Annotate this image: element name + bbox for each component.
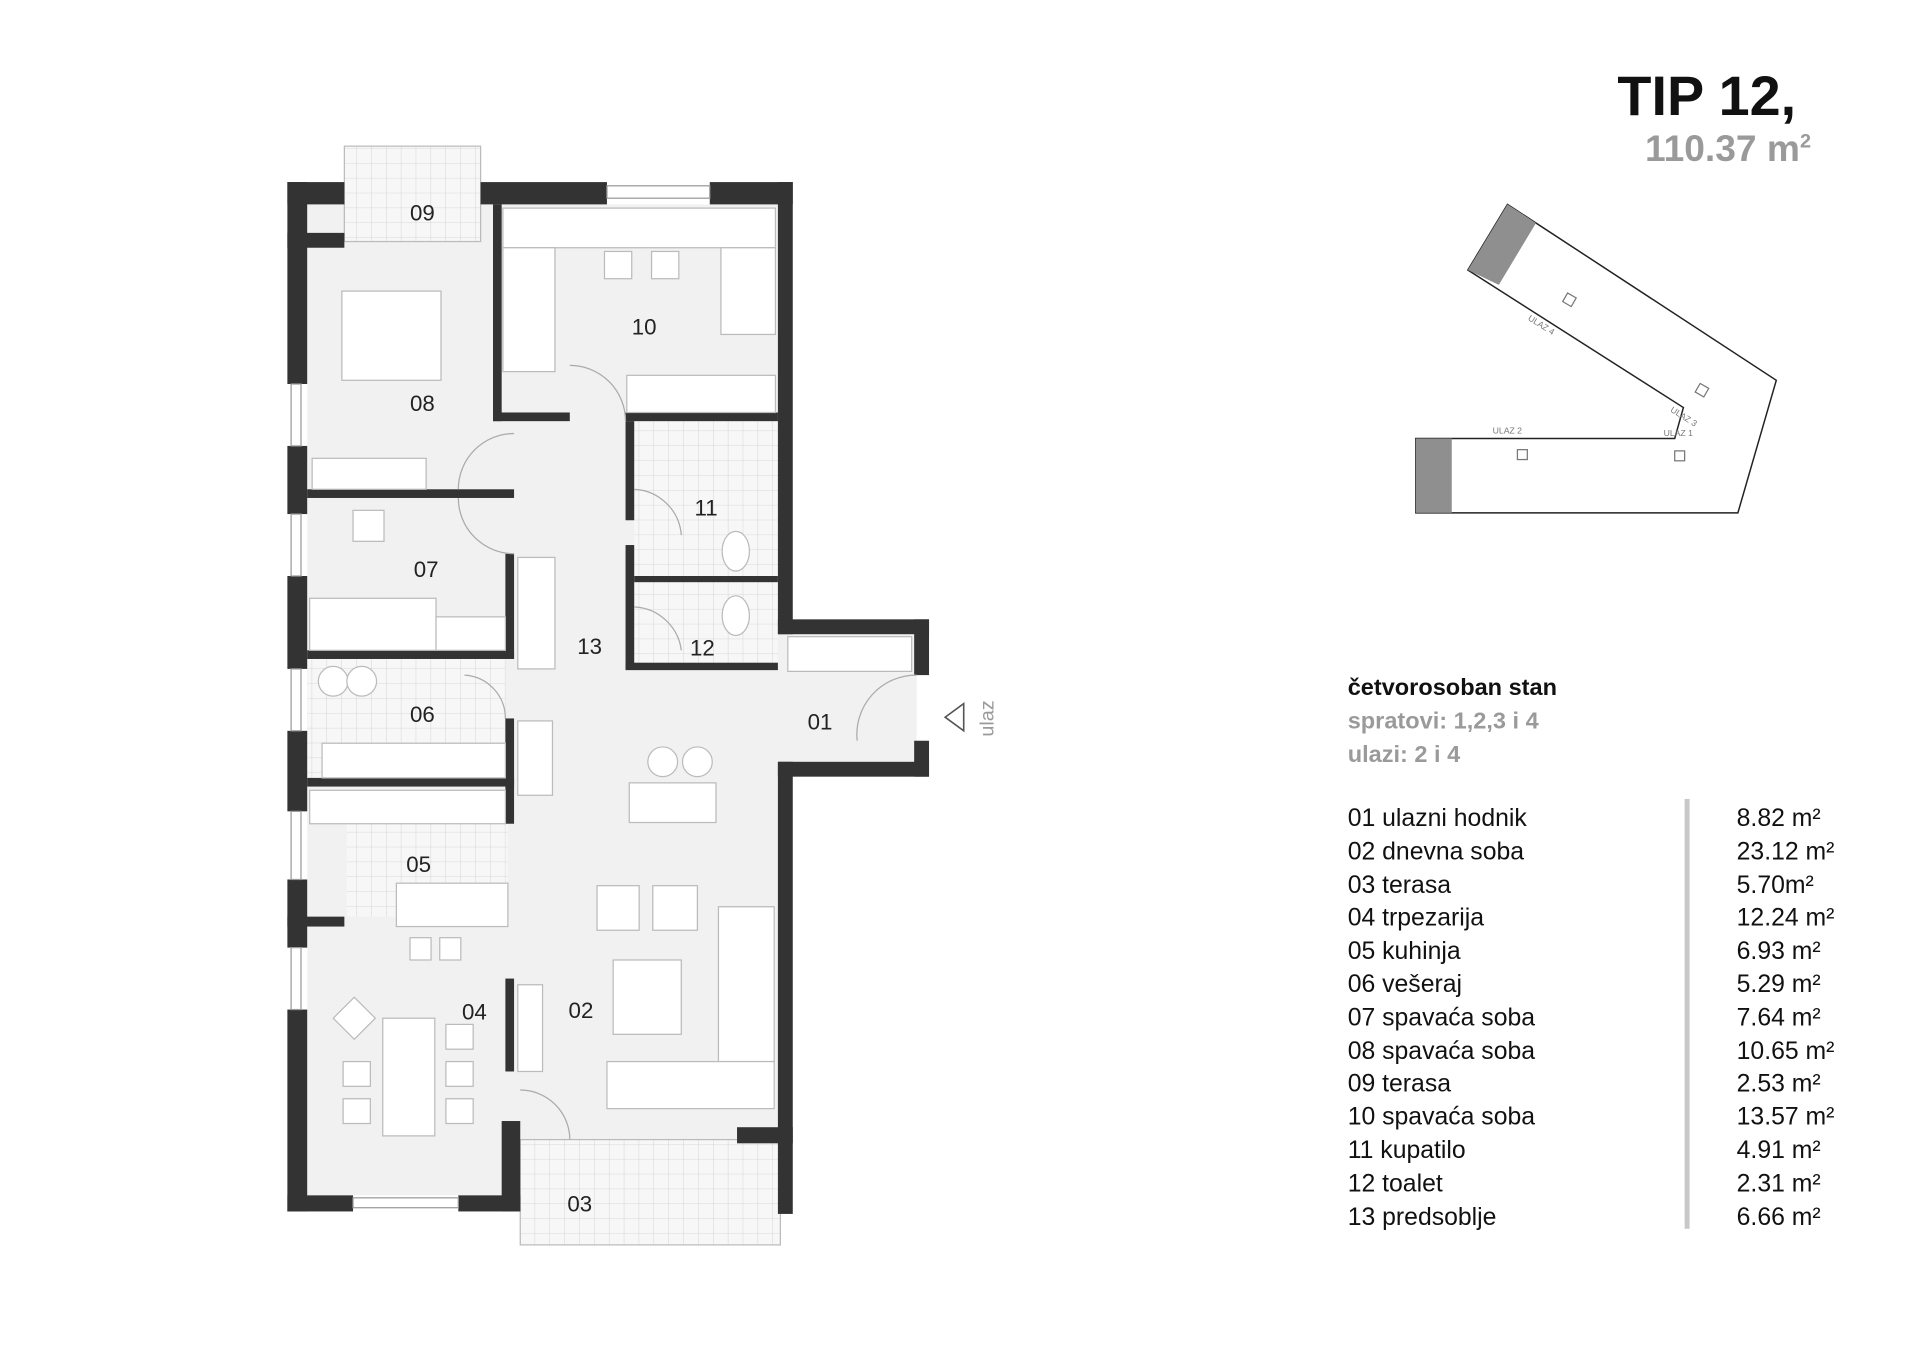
room-label-12: 12 (690, 635, 715, 660)
room-area: 6.93 m² (1736, 937, 1821, 966)
stair-core-icon (1674, 450, 1686, 462)
room-label-03: 03 (567, 1191, 592, 1216)
room-area: 23.12 m² (1736, 838, 1835, 866)
desk-10 (502, 207, 777, 249)
room-area: 10.65 m² (1736, 1037, 1835, 1065)
door-swings (457, 364, 917, 1140)
entrance-label: ulaz (976, 700, 998, 736)
room-row: 08 spavaća soba 10.65 m² (1348, 1035, 1843, 1068)
terrace-03 (519, 1138, 782, 1246)
room-row: 07 spavaća soba 7.64 m² (1348, 1002, 1843, 1035)
bed-08 (341, 290, 442, 381)
room-row: 10 spavaća soba 13.57 m² (1348, 1101, 1843, 1134)
area-unit-sup: 2 (1799, 131, 1811, 153)
room-area: 13.57 m² (1736, 1103, 1835, 1132)
floors-info: spratovi: 1,2,3 i 4 (1347, 708, 1539, 735)
room-label-09: 09 (410, 200, 435, 225)
hall-cabinet (517, 556, 556, 670)
highlighted-unit-upper (1467, 204, 1536, 285)
room-area: 4.91 m² (1736, 1137, 1821, 1165)
dining-table (382, 1017, 436, 1137)
dining-bench (628, 782, 717, 824)
entrances-info: ulazi: 2 i 4 (1347, 741, 1461, 768)
room-name: 01 ulazni hodnik (1347, 805, 1527, 833)
room-label-01: 01 (808, 710, 833, 735)
table-divider (1684, 798, 1690, 1229)
room-area: 5.70m² (1736, 871, 1814, 899)
bathtub-toilet (721, 530, 751, 572)
room-area: 7.64 m² (1736, 1004, 1821, 1032)
room-row: 12 toalet 2.31 m² (1348, 1168, 1843, 1201)
room-row: 13 predsoblje 6.66 m² (1348, 1201, 1843, 1234)
room-area: 8.82 m² (1736, 805, 1821, 833)
entrance-wardrobe (787, 636, 913, 672)
room-name: 08 spavaća soba (1347, 1037, 1536, 1065)
room-label-05: 05 (406, 852, 431, 877)
sofa (717, 906, 775, 1063)
building-outline (1415, 203, 1778, 514)
furniture (309, 207, 913, 1137)
room-label-10: 10 (632, 314, 657, 339)
apartment-type: četvorosoban stan (1347, 675, 1557, 702)
bed-07 (309, 597, 437, 651)
room-name: 02 dnevna soba (1347, 838, 1525, 866)
room-name: 12 toalet (1347, 1170, 1443, 1198)
terrace-09 (343, 145, 482, 243)
keyplan-ulaz-1: ULAZ 1 (1664, 428, 1694, 438)
room-label-07: 07 (414, 557, 439, 582)
room-name: 13 predsoblje (1347, 1203, 1497, 1231)
kitchen-island (395, 882, 509, 928)
stair-core-icon (1516, 449, 1528, 461)
room-row: 11 kupatilo 4.91 m² (1348, 1135, 1843, 1168)
wardrobe-08 (311, 457, 427, 490)
room-row: 03 terasa 5.70m² (1348, 869, 1843, 902)
room-label-13: 13 (577, 634, 602, 659)
room-label-08: 08 (410, 391, 435, 416)
room-area: 5.29 m² (1736, 971, 1821, 999)
room-name: 03 terasa (1347, 871, 1452, 899)
coffee-table (612, 959, 682, 1035)
wardrobe-10 (626, 374, 777, 414)
room-area: 12.24 m² (1736, 904, 1835, 932)
room-row: 02 dnevna soba 23.12 m² (1348, 836, 1843, 869)
room-label-06: 06 (410, 702, 435, 727)
bed-10a (502, 247, 556, 373)
room-label-04: 04 (462, 999, 487, 1024)
room-area: 2.53 m² (1736, 1070, 1821, 1098)
room-row: 04 trpezarija 12.24 m² (1348, 902, 1843, 935)
room-row: 05 kuhinja 6.93 m² (1348, 935, 1843, 968)
room-area: 6.66 m² (1736, 1203, 1821, 1231)
room-row: 01 ulazni hodnik 8.82 m² (1348, 803, 1843, 836)
room-name: 05 kuhinja (1347, 937, 1461, 966)
apartment-total-area: 110.37 m2 (1645, 129, 1811, 171)
kitchen-counter (309, 789, 507, 825)
room-name: 11 kupatilo (1347, 1137, 1466, 1165)
room-name: 04 trpezarija (1347, 904, 1485, 932)
stair-core-icon (1561, 292, 1578, 308)
stair-core-icon (1694, 382, 1710, 398)
area-value: 110.37 m (1644, 128, 1800, 170)
room-label-02: 02 (569, 998, 594, 1023)
room-row: 09 terasa 2.53 m² (1348, 1068, 1843, 1101)
room-name: 09 terasa (1347, 1070, 1452, 1098)
entrance-arrow-icon (943, 701, 965, 733)
room-row: 06 vešeraj 5.29 m² (1348, 969, 1843, 1002)
keyplan-ulaz-2: ULAZ 2 (1493, 426, 1523, 436)
room-area-table: 01 ulazni hodnik 8.82 m² 02 dnevna soba 23.… (1348, 803, 1843, 1235)
room-name: 07 spavaća soba (1347, 1004, 1536, 1032)
bathroom-floor (634, 421, 778, 663)
room-area: 2.31 m² (1736, 1170, 1821, 1198)
toilet (721, 595, 751, 637)
room-label-11: 11 (694, 495, 717, 520)
room-name: 10 spavaća soba (1347, 1103, 1536, 1132)
highlighted-unit-lower (1415, 438, 1452, 513)
apartment-type-title: TIP 12, (1617, 64, 1797, 128)
apartment-info: četvorosoban stan spratovi: 1,2,3 i 4 ul… (1348, 671, 1557, 771)
room-name: 06 vešeraj (1347, 971, 1463, 999)
windows (290, 185, 711, 1209)
walls (287, 182, 930, 1214)
bed-10b (720, 247, 777, 336)
